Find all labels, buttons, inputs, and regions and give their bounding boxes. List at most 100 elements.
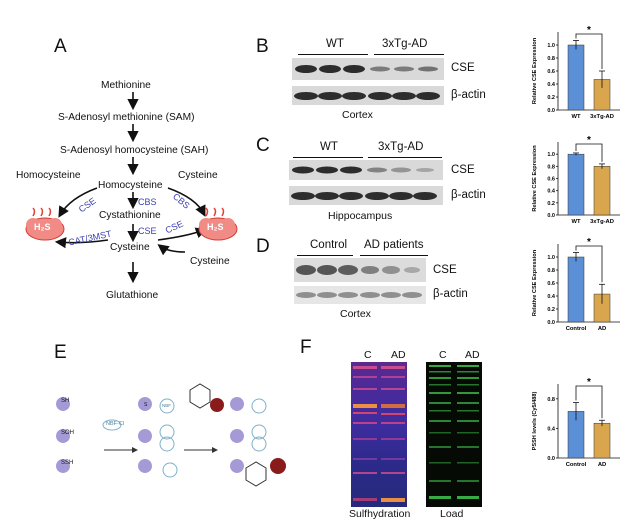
y-tick-label: 0.6 <box>547 281 555 287</box>
y-axis-label: Relative CSE Expression <box>532 145 538 212</box>
blot-c-group2-line <box>368 157 442 158</box>
blot-b-tissue: Cortex <box>342 109 373 121</box>
h2s-cloud-left-icon: H₂S <box>23 204 67 242</box>
scheme-soh: SOH <box>61 430 75 436</box>
x-tick-label: AD <box>598 462 606 468</box>
y-tick-label: 0.0 <box>547 456 555 462</box>
gel-right-lane-c: C <box>439 349 447 361</box>
blot-d-band2-label: β-actin <box>433 288 468 300</box>
y-tick-label: 1.0 <box>547 255 555 261</box>
bar-wt <box>567 44 585 111</box>
chart-d: 0.0 0.2 0.4 0.6 0.8 1.0 Relative CSE Expressio… <box>524 232 628 342</box>
y-tick-label: 0.4 <box>547 426 556 432</box>
sah-label: S-Adenosyl homocysteine (SAH) <box>60 145 209 156</box>
blot-d-cse-band <box>294 258 426 282</box>
sam-label: S-Adenosyl methionine (SAM) <box>58 112 195 123</box>
blot-d-group1: Control <box>310 239 348 251</box>
blot-c-tissue: Hippocampus <box>328 210 393 222</box>
chart-svg: 0.0 0.2 0.4 0.6 0.8 1.0 Relative CSE Expressio… <box>532 237 620 332</box>
blot-b-group2: 3xTg-AD <box>382 38 428 50</box>
blot-c-group2: 3xTg-AD <box>378 141 424 153</box>
blot-b-group1: WT <box>326 38 344 50</box>
h2s-left-text: H₂S <box>34 222 51 232</box>
scheme-nbf-label: NBF <box>162 403 171 408</box>
blot-d-group2-line <box>360 255 428 256</box>
y-tick-label: 0.8 <box>547 56 555 62</box>
h2s-right-text: H₂S <box>207 222 224 232</box>
blot-d-actin-band <box>294 286 426 304</box>
y-tick-label: 0.0 <box>547 108 555 114</box>
gel-left-lane-c: C <box>364 349 372 361</box>
blot-b-band1-label: CSE <box>451 62 475 74</box>
gel-right-caption: Load <box>440 508 464 520</box>
y-tick-label: 0.0 <box>547 320 555 326</box>
blot-b-group2-line <box>374 54 444 55</box>
cystathionine-label: Cystathionine <box>99 210 161 221</box>
y-tick-label: 0.0 <box>547 213 555 219</box>
panel-label-a: A <box>54 36 67 57</box>
scheme-s-label: S <box>144 402 148 408</box>
scheme-reagent: NBF-Cl <box>106 421 125 427</box>
bar-ad <box>593 422 611 459</box>
gel-right-lane-ad: AD <box>465 349 480 361</box>
y-axis-label: Relative CSE Expression <box>532 249 538 316</box>
y-tick-label: 0.6 <box>547 69 555 75</box>
blot-b-actin-band <box>292 86 444 105</box>
panel-label-f: F <box>300 337 312 358</box>
y-tick-label: 0.8 <box>547 397 555 403</box>
cysteine-label: Cysteine <box>110 242 150 253</box>
significance-bracket <box>575 143 603 162</box>
bar-wt <box>567 153 585 216</box>
h2s-cloud-right-icon: H₂S <box>196 204 240 242</box>
gel-sulfhydration-image <box>351 362 407 507</box>
significance-bracket <box>575 385 603 419</box>
x-tick-label: WT <box>571 219 580 225</box>
x-tick-label: Control <box>566 462 587 468</box>
homocysteine-left-label: Homocysteine <box>16 170 81 181</box>
blot-d-tissue: Cortex <box>340 308 371 320</box>
blot-c-actin-band <box>289 186 443 205</box>
blot-d-group1-line <box>297 255 353 256</box>
blot-c-band1-label: CSE <box>451 164 475 176</box>
scheme-ssh: SSH <box>61 460 74 466</box>
panel-label-d: D <box>256 236 270 257</box>
scheme-sh: SH <box>61 398 70 404</box>
bar-3xtg-ad <box>593 166 611 216</box>
x-tick-label: AD <box>598 326 606 332</box>
blot-b-band2-label: β-actin <box>451 89 486 101</box>
blot-d-group2: AD patients <box>364 239 424 251</box>
significance-bracket <box>575 33 603 69</box>
glutathione-label: Glutathione <box>106 290 159 301</box>
blot-c-group1: WT <box>320 141 338 153</box>
blot-b-cse-band <box>292 58 444 80</box>
y-tick-label: 0.4 <box>547 82 556 88</box>
cse-mid-enzyme-label: CSE <box>138 226 157 236</box>
y-tick-label: 0.4 <box>547 294 556 300</box>
y-tick-label: 0.2 <box>547 95 555 101</box>
y-tick-label: 0.2 <box>547 307 555 313</box>
x-tick-label: Control <box>566 326 587 332</box>
significance-star: * <box>587 377 591 388</box>
blot-c-band2-label: β-actin <box>451 189 486 201</box>
cysteine-right-label: Cysteine <box>178 170 218 181</box>
gel-left-lane-ad: AD <box>391 349 406 361</box>
chart-svg: 0.0 0.4 0.8 PSSH levels (Cy5/488) Control AD * <box>532 377 620 468</box>
x-tick-label: 3xTg-AD <box>590 114 614 120</box>
y-tick-label: 0.2 <box>547 201 555 207</box>
significance-star: * <box>587 237 591 248</box>
y-axis-label: PSSH levels (Cy5/488) <box>532 391 538 450</box>
y-tick-label: 0.4 <box>547 189 556 195</box>
x-tick-label: WT <box>571 114 580 120</box>
chart-f: 0.0 0.4 0.8 PSSH levels (Cy5/488) Control AD * <box>524 372 628 478</box>
y-axis-label: Relative CSE Expression <box>532 37 538 104</box>
panel-label-c: C <box>256 135 270 156</box>
bar-control <box>567 256 585 323</box>
homocysteine-label: Homocysteine <box>98 180 163 191</box>
significance-star: * <box>587 25 591 36</box>
y-tick-label: 1.0 <box>547 152 555 158</box>
significance-bracket <box>575 245 603 283</box>
y-tick-label: 0.8 <box>547 268 555 274</box>
blot-c-cse-band <box>289 160 443 180</box>
